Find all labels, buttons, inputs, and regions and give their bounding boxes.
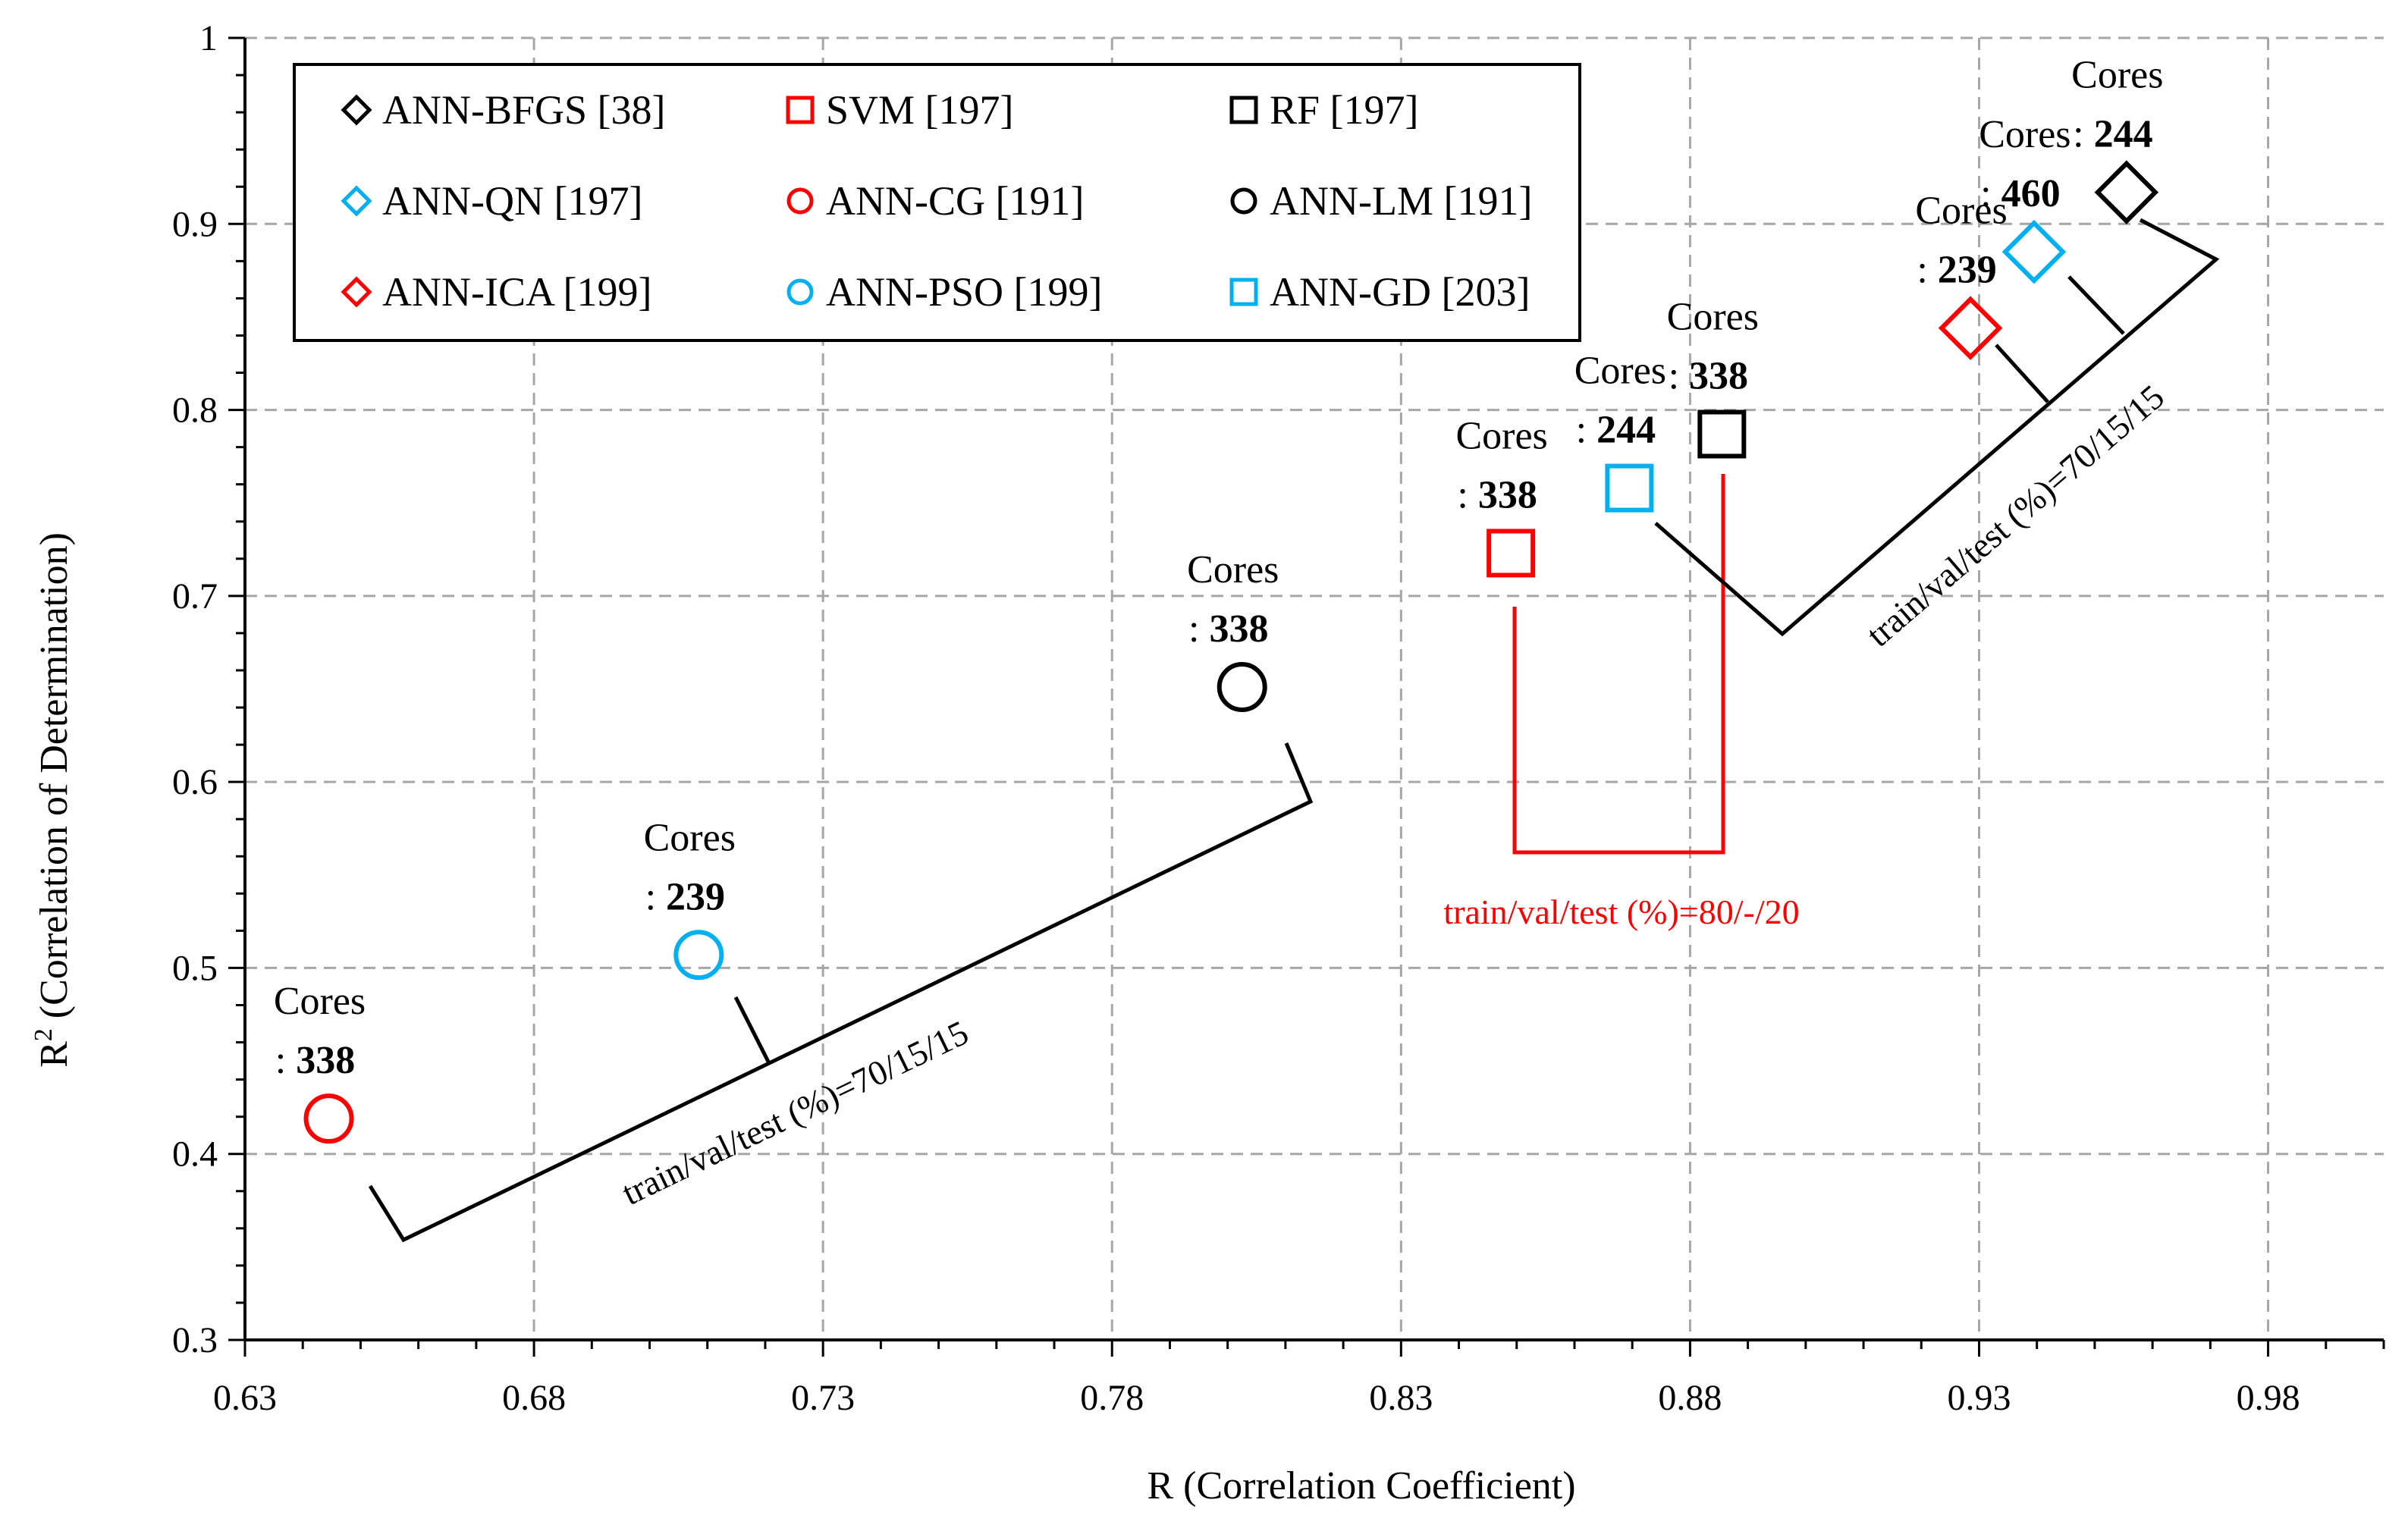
bracket-upper-stem-2	[1995, 344, 2049, 403]
x-tick-label: 0.88	[1658, 1378, 1722, 1418]
bracket-lower-stem	[733, 996, 772, 1066]
data-point	[673, 930, 724, 980]
y-tick-label: 0.4	[172, 1134, 218, 1175]
legend-label: RF [197]	[1270, 87, 1419, 133]
bracket-upper-label: train/val/test (%)=70/15/15	[1859, 377, 2171, 654]
y-tick-label: 0.3	[172, 1320, 218, 1360]
cores-label: Cores	[1979, 113, 2071, 156]
cores-number: 239	[666, 875, 725, 918]
cores-number: 460	[2001, 172, 2061, 215]
cores-number: 338	[296, 1039, 355, 1082]
data-point	[1938, 296, 2003, 360]
x-tick-label: 0.98	[2237, 1378, 2300, 1418]
legend-label: SVM [197]	[826, 87, 1014, 133]
legend-label: ANN-BFGS [38]	[382, 87, 666, 133]
axes: 0.3 0.4 0.5 0.6 0.7 0.8 0.9 1 0.63 0.68 0.73 0.78 0.…	[172, 18, 2385, 1418]
bracket-red-label: train/val/test (%)=80/-/20	[1443, 893, 1799, 931]
legend-marker	[341, 276, 372, 308]
legend-label: ANN-PSO [199]	[826, 269, 1103, 315]
y-axis-title-sup: 2	[30, 1028, 58, 1041]
data-point	[1697, 409, 1747, 459]
cores-prefix: :	[1457, 473, 1477, 516]
cores-label: Cores	[274, 980, 366, 1023]
data-points	[303, 160, 2159, 1144]
cores-value: : 239	[645, 875, 725, 918]
cores-number: 338	[1478, 473, 1537, 516]
legend-marker	[1229, 278, 1258, 306]
x-tick-label: 0.93	[1947, 1378, 2011, 1418]
legend-label: ANN-CG [191]	[826, 178, 1084, 224]
cores-label: Cores	[2071, 54, 2163, 97]
y-tick-label: 0.6	[172, 762, 218, 802]
y-axis-title: R2 (Correlation of Determination)	[30, 532, 76, 1068]
x-tick-label: 0.68	[502, 1378, 566, 1418]
legend: ANN-BFGS [38] SVM [197] RF [197] ANN-QN [19…	[293, 63, 1581, 342]
legend-marker	[786, 278, 814, 306]
y-tick-label: 0.7	[172, 576, 218, 617]
bracket-lower	[368, 742, 1314, 1243]
legend-marker	[1230, 187, 1257, 215]
data-point	[303, 1093, 354, 1144]
cores-label: Cores	[1455, 414, 1547, 457]
cores-value: : 338	[1457, 473, 1537, 516]
cores-prefix: :	[1188, 607, 1209, 651]
legend-label: ANN-ICA [199]	[382, 269, 651, 315]
data-point	[2094, 160, 2159, 224]
cores-prefix: :	[645, 875, 666, 918]
y-axis-title-rest: (Correlation of Determination)	[33, 532, 76, 1028]
x-tick-label: 0.63	[213, 1378, 277, 1418]
cores-label: Cores	[644, 816, 736, 859]
cores-number: 244	[2094, 113, 2153, 156]
cores-prefix: :	[1917, 249, 1937, 292]
x-tick-label: 0.78	[1080, 1378, 1144, 1418]
bracket-red	[1512, 474, 1725, 855]
y-tick-label: 0.9	[172, 204, 218, 244]
cores-value: : 460	[1980, 172, 2060, 215]
cores-prefix: :	[275, 1039, 296, 1082]
legend-marker	[341, 185, 372, 217]
y-tick-label: 1	[199, 18, 218, 58]
cores-number: 244	[1596, 409, 1656, 452]
cores-value: : 244	[1576, 409, 1656, 452]
cores-prefix: :	[1669, 354, 1689, 397]
y-axis-title-main: R	[33, 1041, 76, 1068]
cores-value: : 239	[1917, 249, 1996, 292]
cores-value: : 338	[1669, 354, 1748, 397]
cores-label: Cores	[1667, 295, 1759, 338]
cores-value: : 338	[275, 1039, 355, 1082]
cores-number: 239	[1938, 249, 1997, 292]
legend-marker	[341, 94, 372, 126]
data-point	[2001, 219, 2067, 284]
legend-marker	[786, 96, 815, 124]
x-tick-label: 0.73	[791, 1378, 855, 1418]
cores-prefix: :	[1576, 409, 1596, 452]
cores-value: : 244	[2073, 113, 2152, 156]
y-tick-label: 0.5	[172, 948, 218, 988]
data-point	[1487, 529, 1536, 578]
legend-label: ANN-GD [203]	[1270, 269, 1530, 315]
bracket-upper-stem-1	[2067, 275, 2125, 335]
cores-value: : 338	[1188, 607, 1268, 651]
bracket-upper	[1654, 218, 2220, 637]
cores-label: Cores	[1915, 190, 2007, 233]
legend-label: ANN-QN [197]	[382, 178, 642, 224]
brackets: train/val/test (%)=70/15/15 train/val/tes…	[368, 218, 2220, 1243]
cores-prefix: :	[2073, 113, 2093, 156]
x-axis-title: R (Correlation Coefficient)	[1147, 1464, 1575, 1508]
cores-number: 338	[1209, 607, 1268, 651]
data-point	[1605, 463, 1654, 513]
cores-prefix: :	[1980, 172, 2001, 215]
y-tick-label: 0.8	[172, 391, 218, 431]
cores-label: Cores	[1187, 548, 1279, 591]
cores-number: 338	[1689, 354, 1748, 397]
legend-label: ANN-LM [191]	[1270, 178, 1532, 224]
x-tick-label: 0.83	[1369, 1378, 1433, 1418]
legend-marker	[786, 187, 814, 215]
data-point	[1217, 662, 1267, 713]
legend-marker	[1229, 96, 1258, 124]
legend-box	[293, 63, 1581, 342]
cores-label: Cores	[1574, 350, 1666, 393]
